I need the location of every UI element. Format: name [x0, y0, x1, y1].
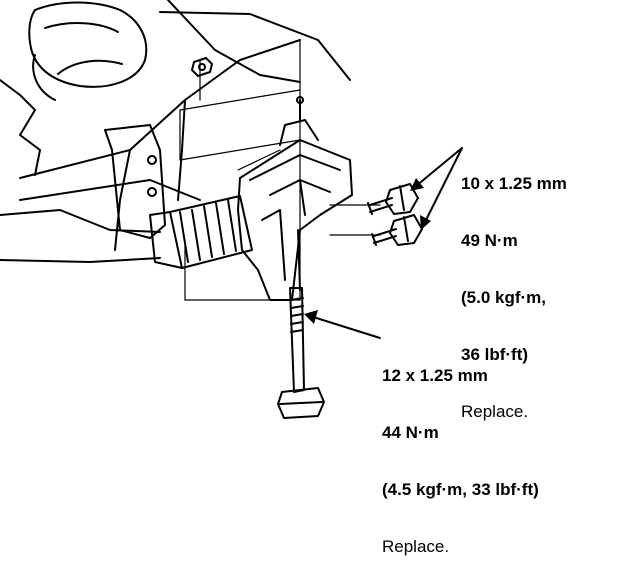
lower-bolt-spec-callout: 12 x 1.25 mm 44 N·m (4.5 kgf·m, 33 lbf·f…: [382, 328, 539, 575]
upper-bolt-spec-callout: 10 x 1.25 mm 49 N·m (5.0 kgf·m, 36 lbf·f…: [461, 136, 567, 440]
top-nut: [191, 57, 213, 77]
arrow-to-lower-bolt: [309, 315, 381, 339]
arrowhead-upper-bolt-1: [410, 178, 424, 191]
leader-arrows: [309, 147, 463, 339]
upper-bolt-torque-kgf: (5.0 kgf·m,: [461, 288, 547, 307]
lower-bolt-replace-note: Replace.: [382, 537, 450, 556]
upper-bolt-2: [371, 214, 423, 246]
upper-bolt-replace-note: Replace.: [461, 402, 529, 421]
suspension-assembly-illustration: [0, 0, 463, 419]
arrowhead-lower-bolt: [304, 310, 318, 324]
steering-boot: [149, 195, 253, 269]
lower-bolt-size: 12 x 1.25 mm: [382, 366, 488, 385]
bracket: [237, 96, 353, 301]
vehicle-frame: [0, 0, 351, 263]
arrow-to-upper-bolt-2: [424, 147, 463, 223]
arrow-to-upper-bolt-1: [415, 147, 463, 187]
upper-bolt-torque-lbf: 36 lbf·ft): [461, 345, 529, 364]
lower-bolt: [277, 287, 325, 419]
upper-bolt-torque-nm: 49 N·m: [461, 231, 518, 250]
upper-bolt-size: 10 x 1.25 mm: [461, 174, 567, 193]
lower-bolt-torque-nm: 44 N·m: [382, 423, 439, 442]
upper-bolt-1: [367, 183, 419, 215]
arrowhead-upper-bolt-2: [420, 215, 431, 230]
lower-bolt-torque-kgf-lbf: (4.5 kgf·m, 33 lbf·ft): [382, 480, 539, 499]
upper-mount: [0, 1, 148, 176]
arrowheads: [304, 178, 431, 324]
